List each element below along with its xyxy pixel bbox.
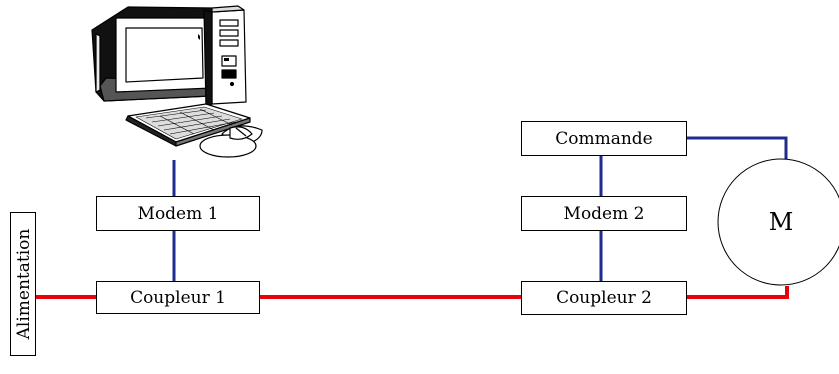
wire-command-motor [687, 136, 788, 159]
coupler-2-box [521, 281, 687, 315]
modem-2-box [521, 196, 687, 231]
motor-circle [717, 158, 839, 286]
modem-1-box [96, 196, 260, 231]
tower-case [203, 5, 247, 109]
motor: M [717, 158, 839, 286]
keyboard-icon [125, 103, 251, 147]
desktop-computer-icon [91, 5, 263, 158]
command-label: Commande [555, 129, 653, 149]
command-box [521, 121, 687, 156]
signal-wires [172, 136, 788, 281]
modem-1: Modem 1 [96, 196, 260, 231]
power-supply-box [10, 212, 36, 356]
monitor-screen [125, 27, 204, 83]
modem-2: Modem 2 [521, 196, 687, 231]
coupler-1-box [96, 281, 260, 314]
coupler-2: Coupleur 2 [521, 281, 687, 315]
coupler-1: Coupleur 1 [96, 281, 260, 314]
modem-1-label: Modem 1 [138, 204, 219, 224]
mouse-icon [199, 125, 263, 158]
coupler-1-label: Coupleur 1 [130, 288, 226, 308]
modem-2-label: Modem 2 [564, 204, 645, 224]
power-supply-label: Alimentation [14, 229, 34, 341]
motor-label: M [769, 208, 794, 236]
command: Commande [521, 121, 687, 156]
wire-coupler2-motor [687, 286, 789, 299]
power-wires [36, 286, 789, 299]
coupler-2-label: Coupleur 2 [556, 288, 652, 308]
power-supply: Alimentation [10, 212, 36, 356]
